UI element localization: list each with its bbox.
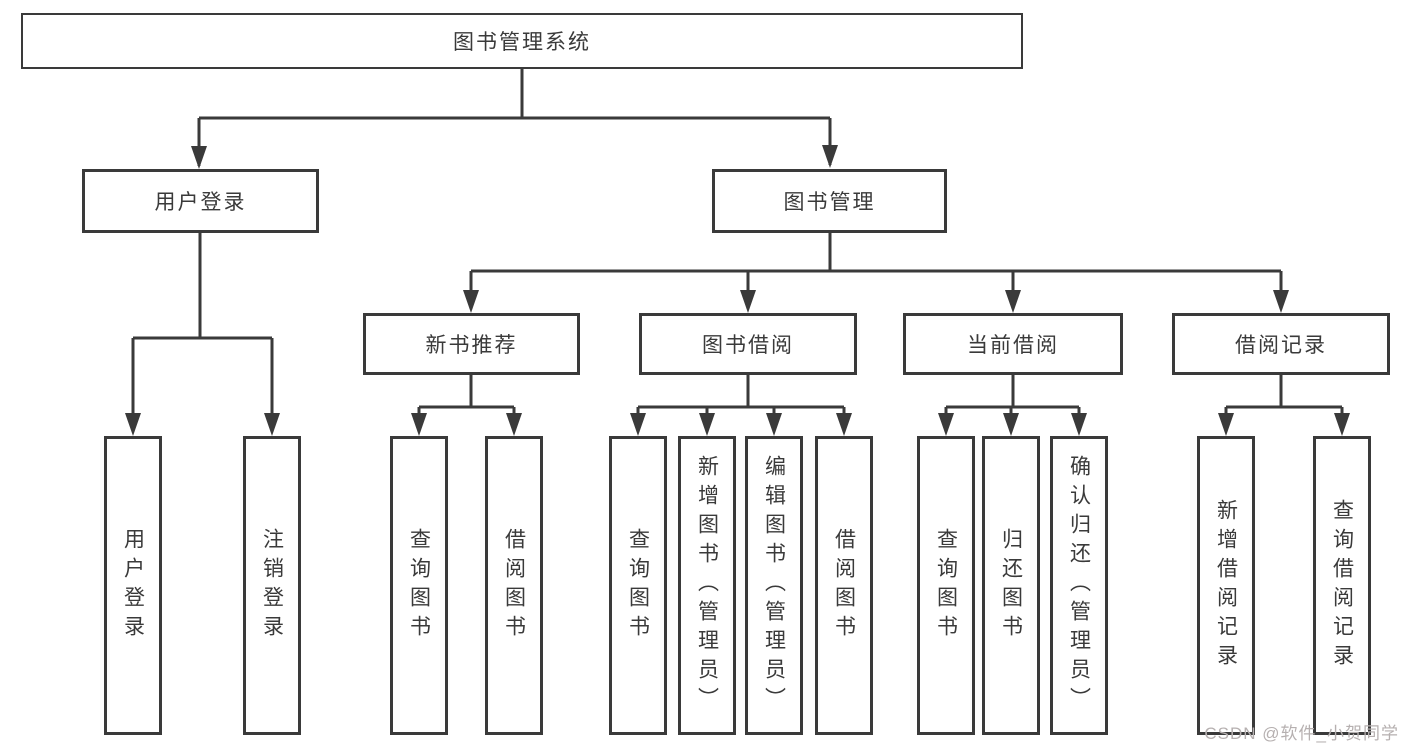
node-current-borrowing-label: 当前借阅	[967, 334, 1059, 357]
leaf-user-login: 用户登录	[104, 436, 162, 735]
leaf-add-borrow-record: 新增借阅记录	[1197, 436, 1255, 735]
node-book-management: 图书管理	[712, 169, 947, 233]
leaf-logout: 注销登录	[243, 436, 301, 735]
node-new-book-recommend-label: 新书推荐	[425, 334, 518, 357]
leaf-user-login-label: 用户登录	[121, 527, 145, 644]
leaf-query-books-2: 查询图书	[609, 436, 667, 735]
leaf-logout-label: 注销登录	[260, 527, 284, 644]
arrowhead-icon	[740, 290, 756, 313]
node-book-management-label: 图书管理	[783, 191, 876, 214]
node-user-login: 用户登录	[82, 169, 319, 233]
node-new-book-recommend: 新书推荐	[363, 313, 580, 375]
leaf-borrow-books-1: 借阅图书	[485, 436, 543, 735]
csdn-watermark: CSDN @软件_小贺同学	[1204, 724, 1399, 743]
leaf-add-borrow-record-label: 新增借阅记录	[1214, 498, 1238, 673]
leaf-add-books-admin: 新增图书（管理员）	[678, 436, 736, 735]
connector-root-to-level2	[197, 69, 832, 166]
node-library-system: 图书管理系统	[21, 13, 1023, 69]
arrowhead-icon	[766, 413, 782, 436]
arrowhead-icon	[1003, 413, 1019, 436]
leaf-query-books-2-label: 查询图书	[626, 527, 650, 644]
arrowhead-icon	[938, 413, 954, 436]
node-user-login-label: 用户登录	[154, 191, 247, 214]
leaf-confirm-return-admin-label: 确认归还（管理员）	[1067, 455, 1091, 716]
arrowhead-icon	[836, 413, 852, 436]
leaf-edit-books-admin: 编辑图书（管理员）	[745, 436, 803, 735]
leaf-borrow-books-1-label: 借阅图书	[502, 527, 526, 644]
arrowhead-icon	[125, 413, 141, 436]
leaf-return-books: 归还图书	[982, 436, 1040, 735]
node-borrowing-records-label: 借阅记录	[1235, 334, 1327, 357]
arrowhead-icon	[630, 413, 646, 436]
leaf-query-borrow-record-label: 查询借阅记录	[1330, 498, 1354, 673]
arrowhead-icon	[191, 146, 207, 169]
connector-user-login-to-leaves	[131, 233, 274, 432]
arrowhead-icon	[264, 413, 280, 436]
arrowhead-icon	[1218, 413, 1234, 436]
arrowhead-icon	[1005, 290, 1021, 313]
connector-current-borrow-to-leaves	[944, 375, 1081, 432]
connector-records-to-leaves	[1224, 375, 1344, 432]
connector-book-mgmt-to-level3	[469, 233, 1283, 309]
leaf-borrow-books-2-label: 借阅图书	[832, 527, 856, 644]
arrowhead-icon	[1273, 290, 1289, 313]
node-book-borrowing-label: 图书借阅	[702, 334, 794, 357]
leaf-query-books-3-label: 查询图书	[934, 527, 958, 644]
connector-book-borrow-to-leaves	[636, 375, 846, 432]
leaf-query-borrow-record: 查询借阅记录	[1313, 436, 1371, 735]
node-borrowing-records: 借阅记录	[1172, 313, 1390, 375]
connector-lines	[131, 69, 1344, 432]
leaf-add-books-admin-label: 新增图书（管理员）	[695, 455, 719, 716]
arrowhead-icon	[699, 413, 715, 436]
arrowhead-icon	[463, 290, 479, 313]
leaf-borrow-books-2: 借阅图书	[815, 436, 873, 735]
connector-new-book-to-leaves	[417, 375, 516, 432]
leaf-query-books-3: 查询图书	[917, 436, 975, 735]
arrowhead-icon	[411, 413, 427, 436]
leaf-query-books-1: 查询图书	[390, 436, 448, 735]
leaf-return-books-label: 归还图书	[999, 527, 1023, 644]
node-library-system-label: 图书管理系统	[453, 31, 591, 54]
arrowhead-icon	[822, 145, 838, 168]
arrowhead-icon	[1071, 413, 1087, 436]
leaf-edit-books-admin-label: 编辑图书（管理员）	[762, 455, 786, 716]
node-book-borrowing: 图书借阅	[639, 313, 857, 375]
leaf-confirm-return-admin: 确认归还（管理员）	[1050, 436, 1108, 735]
arrowhead-icon	[1334, 413, 1350, 436]
node-current-borrowing: 当前借阅	[903, 313, 1123, 375]
leaf-query-books-1-label: 查询图书	[407, 527, 431, 644]
arrowhead-icon	[506, 413, 522, 436]
